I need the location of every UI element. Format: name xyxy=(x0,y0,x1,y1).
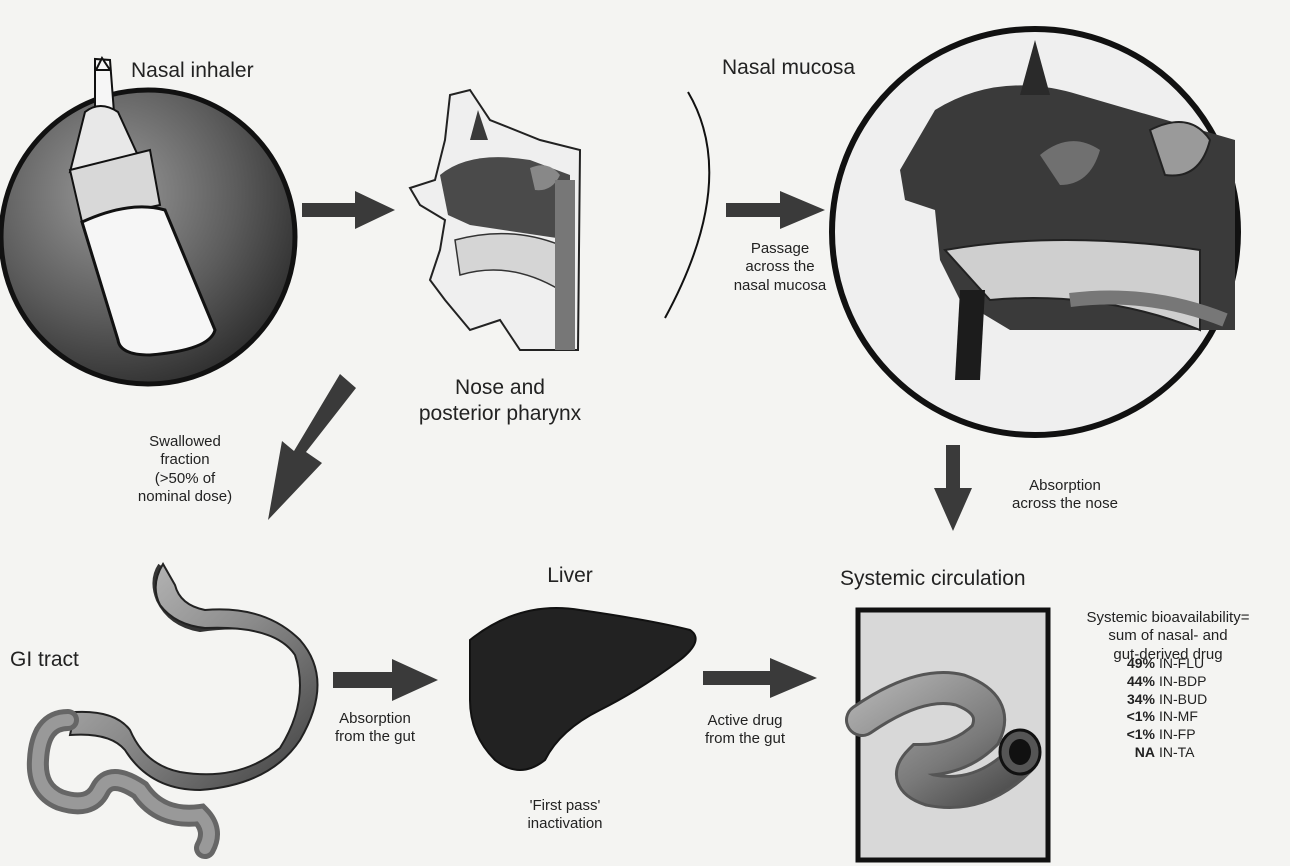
nose-pharynx-label: Nose and posterior pharynx xyxy=(400,375,600,426)
gi-tract-illustration xyxy=(34,564,317,848)
systemic-circulation-illustration xyxy=(858,610,1048,860)
bio-row: 44%IN-BDP xyxy=(1082,673,1252,691)
bio-percent: NA xyxy=(1115,744,1155,762)
bio-percent: 49% xyxy=(1115,655,1155,673)
bio-drug: IN-TA xyxy=(1159,744,1219,762)
systemic-circulation-label: Systemic circulation xyxy=(840,566,1026,592)
bio-drug: IN-MF xyxy=(1159,708,1219,726)
arrow-passage xyxy=(726,191,825,229)
bio-percent: 34% xyxy=(1115,691,1155,709)
bio-row: 49%IN-FLU xyxy=(1082,655,1252,673)
bio-percent: <1% xyxy=(1115,726,1155,744)
absorption-nose-label: Absorption across the nose xyxy=(985,477,1145,514)
passage-label: Passage across the nasal mucosa xyxy=(720,240,840,295)
liver-illustration xyxy=(470,608,696,770)
first-pass-label: 'First pass' inactivation xyxy=(505,797,625,834)
bio-drug: IN-BDP xyxy=(1159,673,1219,691)
bio-drug: IN-BUD xyxy=(1159,691,1219,709)
nose-pharynx-illustration xyxy=(410,90,580,350)
bio-drug: IN-FLU xyxy=(1159,655,1219,673)
bioavailability-list: 49%IN-FLU 44%IN-BDP 34%IN-BUD <1%IN-MF <… xyxy=(1082,655,1252,762)
bio-row: <1%IN-FP xyxy=(1082,726,1252,744)
nasal-mucosa-label: Nasal mucosa xyxy=(722,55,855,81)
nasal-inhaler-label: Nasal inhaler xyxy=(131,58,254,84)
bio-percent: <1% xyxy=(1115,708,1155,726)
bio-percent: 44% xyxy=(1115,673,1155,691)
nasal-mucosa-illustration xyxy=(832,29,1238,435)
liver-label: Liver xyxy=(530,563,610,589)
active-drug-label: Active drug from the gut xyxy=(685,712,805,749)
arrow-liver-to-circulation xyxy=(703,658,817,698)
swallowed-fraction-label: Swallowed fraction (>50% of nominal dose… xyxy=(110,433,260,506)
arrow-gut-to-liver xyxy=(333,659,438,701)
bio-row: 34%IN-BUD xyxy=(1082,691,1252,709)
bio-row: <1%IN-MF xyxy=(1082,708,1252,726)
bio-drug: IN-FP xyxy=(1159,726,1219,744)
gi-tract-label: GI tract xyxy=(10,647,79,673)
arrow-absorption-nose xyxy=(934,445,972,531)
absorption-gut-label: Absorption from the gut xyxy=(315,710,435,747)
arrow-swallowed xyxy=(268,374,356,520)
bracket-curve xyxy=(665,92,709,318)
nasal-inhaler-illustration xyxy=(1,58,295,384)
arrow-inhaler-to-nose xyxy=(302,191,395,229)
